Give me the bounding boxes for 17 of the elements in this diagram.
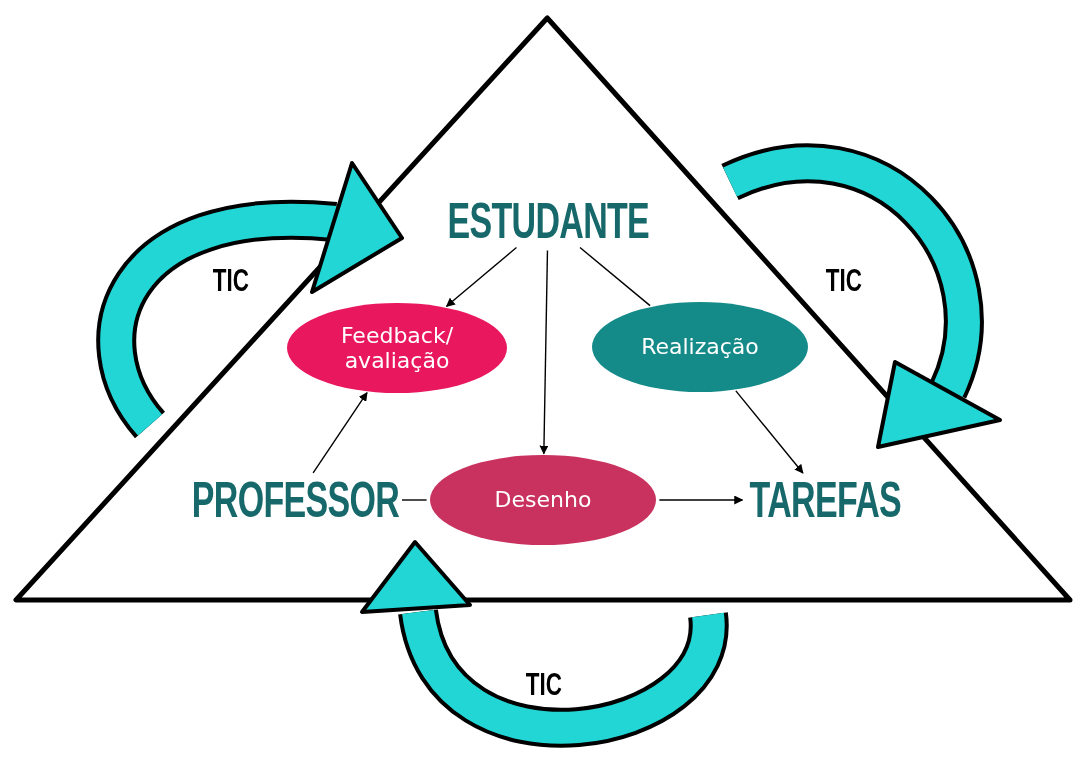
connector-line <box>579 246 651 307</box>
cycle-label: TIC <box>824 262 863 299</box>
role-label: TAREFAS <box>740 472 910 528</box>
arrow <box>658 495 744 505</box>
ellipse-node: Realização <box>592 302 808 392</box>
cycle-label: TIC <box>211 262 250 299</box>
triangle-outline <box>12 14 1074 604</box>
cycle-label: TIC <box>524 666 563 703</box>
connector-line <box>401 499 428 501</box>
ellipse-node: Desenho <box>430 455 656 545</box>
role-label: PROFESSOR <box>185 472 405 528</box>
arrow <box>539 249 549 455</box>
arrow <box>445 246 518 307</box>
role-label: ESTUDANTE <box>440 193 656 249</box>
arrow <box>312 391 368 474</box>
arrow <box>735 390 804 474</box>
ellipse-node: Feedback/ avaliação <box>287 303 507 393</box>
